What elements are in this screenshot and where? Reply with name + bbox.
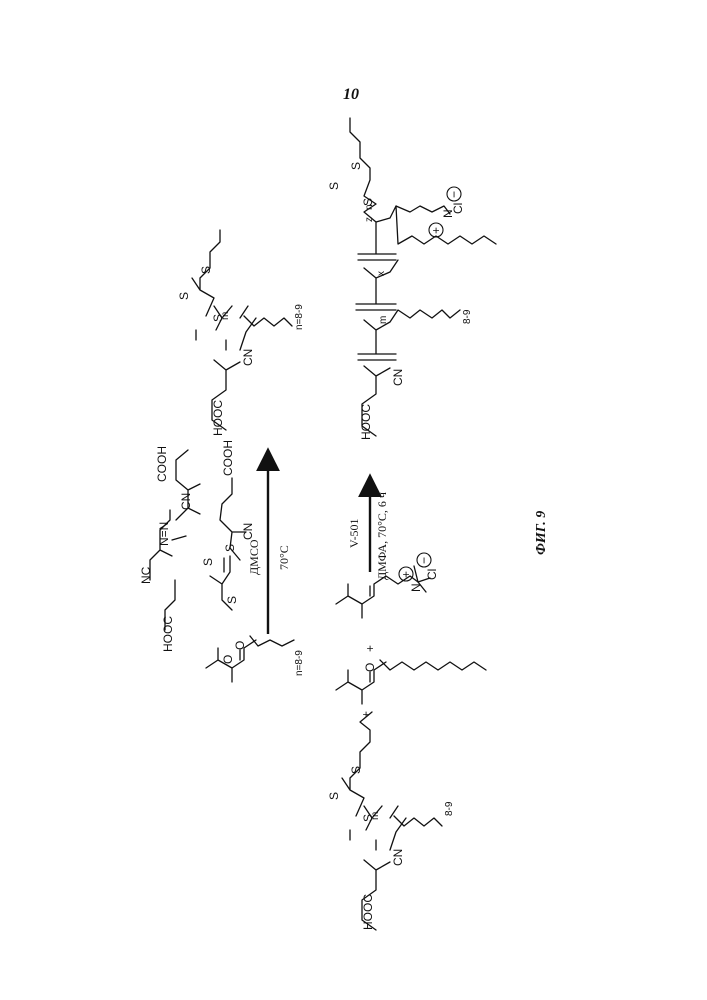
svg-text:O: O	[221, 655, 235, 664]
svg-text:O: O	[363, 663, 377, 672]
plus-sign-1: +	[359, 711, 373, 718]
chloride-label: Cl	[425, 569, 439, 580]
azo-label: N=N	[157, 522, 171, 546]
cooh-label: COOH	[155, 446, 169, 482]
reactant-s2: S	[327, 792, 341, 800]
product1-s3: S	[199, 266, 213, 274]
product2-hooc: HOOC	[359, 404, 373, 440]
reactant-s1: S	[361, 814, 375, 822]
product1-s1: S	[211, 314, 225, 322]
cta-cn: CN	[241, 523, 255, 540]
conditions-detail: ДМФА, 70°С, 6 ч	[375, 492, 389, 580]
product2-minus: −	[447, 191, 461, 198]
macro-cta-reactant: HOOC CN m 8-9 S S S +	[327, 711, 455, 930]
product2-n-atom: N	[441, 209, 455, 218]
macro-cta-product: HOOC CN m n=8-9 S S S	[177, 230, 305, 436]
product2-m: m	[378, 316, 389, 324]
copolymer-product: HOOC CN m 8-9 x z n S S S + − Cl N	[327, 118, 496, 440]
product1-cn: CN	[241, 349, 255, 366]
anion-minus: −	[417, 557, 431, 564]
reactant-n: 8-9	[444, 801, 455, 816]
product2-cn: CN	[391, 369, 405, 386]
conditions-initiator: V-501	[347, 518, 361, 548]
product2-x: x	[376, 271, 387, 276]
plus-sign-2: +	[363, 645, 377, 652]
product1-hooc: HOOC	[211, 400, 225, 436]
product2-z: z	[364, 217, 375, 222]
figure-caption: ФИГ. 9	[534, 511, 549, 555]
product1-s2: S	[177, 292, 191, 300]
reactant-s3: S	[349, 766, 363, 774]
cn-label: CN	[179, 493, 193, 510]
cta-s3: S	[223, 544, 237, 552]
product1-n: n=8-9	[294, 304, 305, 330]
cta-s2: S	[201, 558, 215, 566]
oxygen-label: O	[233, 641, 247, 650]
azo-initiator: NC HOOC N=N CN COOH	[139, 446, 200, 652]
nc-label: NC	[139, 566, 153, 584]
product2-s2: S	[327, 182, 341, 190]
cta-cooh: COOH	[221, 440, 235, 476]
oligoethylene-methacrylate: O +	[336, 645, 486, 704]
monomer-n-label: n=8-9	[294, 650, 305, 676]
conditions-solvent: ДМСО	[247, 539, 261, 575]
product2-s1: S	[361, 198, 375, 206]
hooc-label: HOOC	[161, 616, 175, 652]
cta-s1: S	[225, 596, 239, 604]
product2-n8: 8-9	[462, 309, 473, 324]
nitrogen-label: N	[409, 583, 423, 592]
reactant-cn: CN	[391, 849, 405, 866]
cation-plus: +	[399, 571, 413, 578]
reactant-hooc: HOOC	[361, 894, 375, 930]
product2-s3: S	[349, 162, 363, 170]
peg-methacrylate-monomer: O O n=8-9	[206, 636, 305, 682]
raft-agent: S S S CN COOH	[201, 440, 255, 610]
conditions-temp: 70°C	[277, 545, 291, 570]
product2-plus: +	[429, 227, 443, 234]
